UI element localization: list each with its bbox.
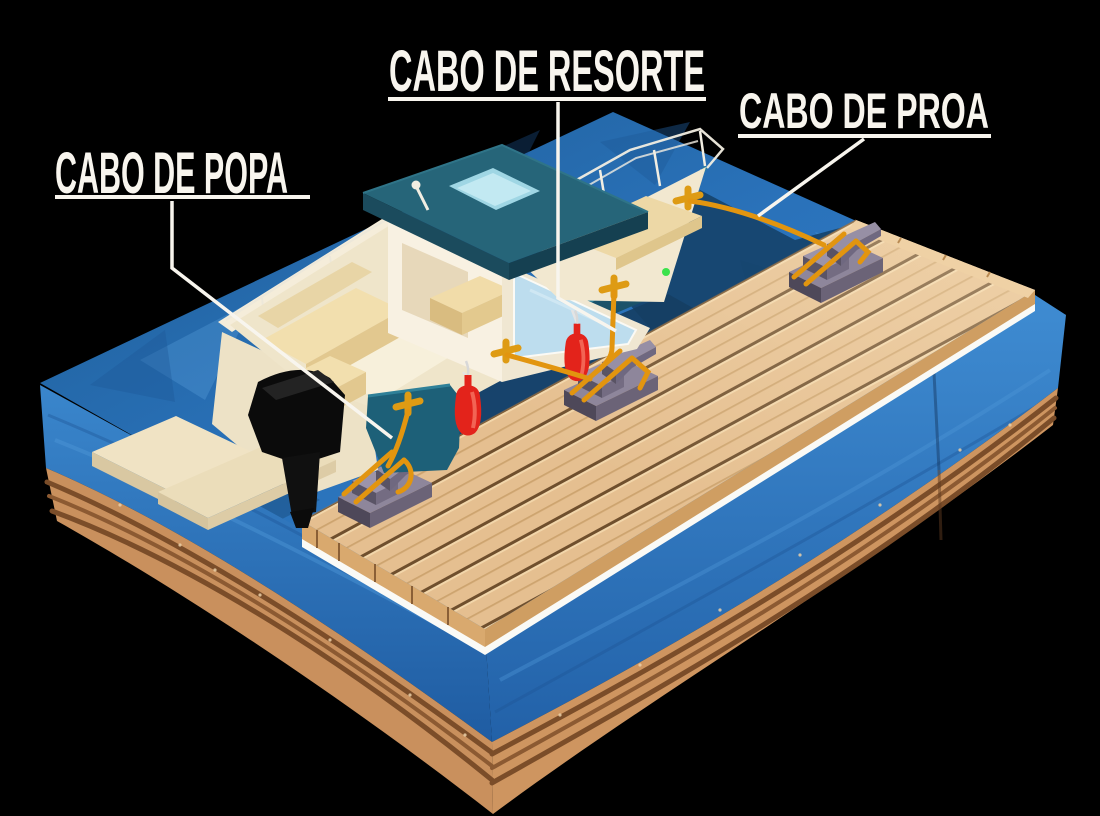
fenders bbox=[452, 308, 592, 438]
leader-stern-line bbox=[170, 201, 394, 440]
underline-bow-line bbox=[738, 134, 991, 138]
swim-platform bbox=[92, 416, 252, 490]
underline-stern-line bbox=[55, 195, 310, 199]
dock-waterline-rim bbox=[302, 539, 485, 655]
spring-line-ropes bbox=[504, 289, 652, 403]
label-bow-line: CABO DE PROA bbox=[739, 83, 989, 139]
port-gunwale bbox=[218, 214, 402, 332]
leader-spring-line bbox=[556, 102, 617, 333]
mooring-ropes bbox=[341, 198, 872, 505]
hardtop-roof bbox=[362, 143, 649, 280]
dock bbox=[301, 219, 1035, 655]
water-right-face bbox=[485, 295, 1066, 742]
earth-strata bbox=[44, 395, 1059, 786]
dock-front-left-face bbox=[302, 521, 485, 648]
edge-board-joints bbox=[897, 237, 991, 278]
nav-light bbox=[662, 268, 670, 276]
bow-line-rope bbox=[687, 198, 872, 287]
labels: CABO DE RESORTE CABO DE PROA CABO DE POP… bbox=[55, 39, 991, 206]
boat bbox=[92, 127, 725, 530]
leader-lines bbox=[170, 102, 866, 440]
cabin bbox=[388, 213, 650, 382]
underline-spring-line bbox=[388, 97, 706, 101]
dock-waterline-rim bbox=[485, 304, 1035, 655]
seabed-left-face bbox=[46, 468, 493, 814]
antenna bbox=[415, 187, 430, 211]
outboard-motor bbox=[248, 369, 345, 528]
earth-speckles bbox=[118, 423, 1012, 737]
dock-front-right-face bbox=[485, 290, 1035, 648]
leader-bow-line bbox=[756, 137, 866, 218]
seabed-cross-section bbox=[44, 388, 1059, 814]
stern-line-rope bbox=[341, 408, 414, 505]
label-spring-line: CABO DE RESORTE bbox=[389, 39, 705, 104]
dock-edge-board bbox=[849, 220, 1035, 298]
plank-end-joints bbox=[316, 530, 449, 625]
seabed-right-face bbox=[492, 388, 1058, 814]
